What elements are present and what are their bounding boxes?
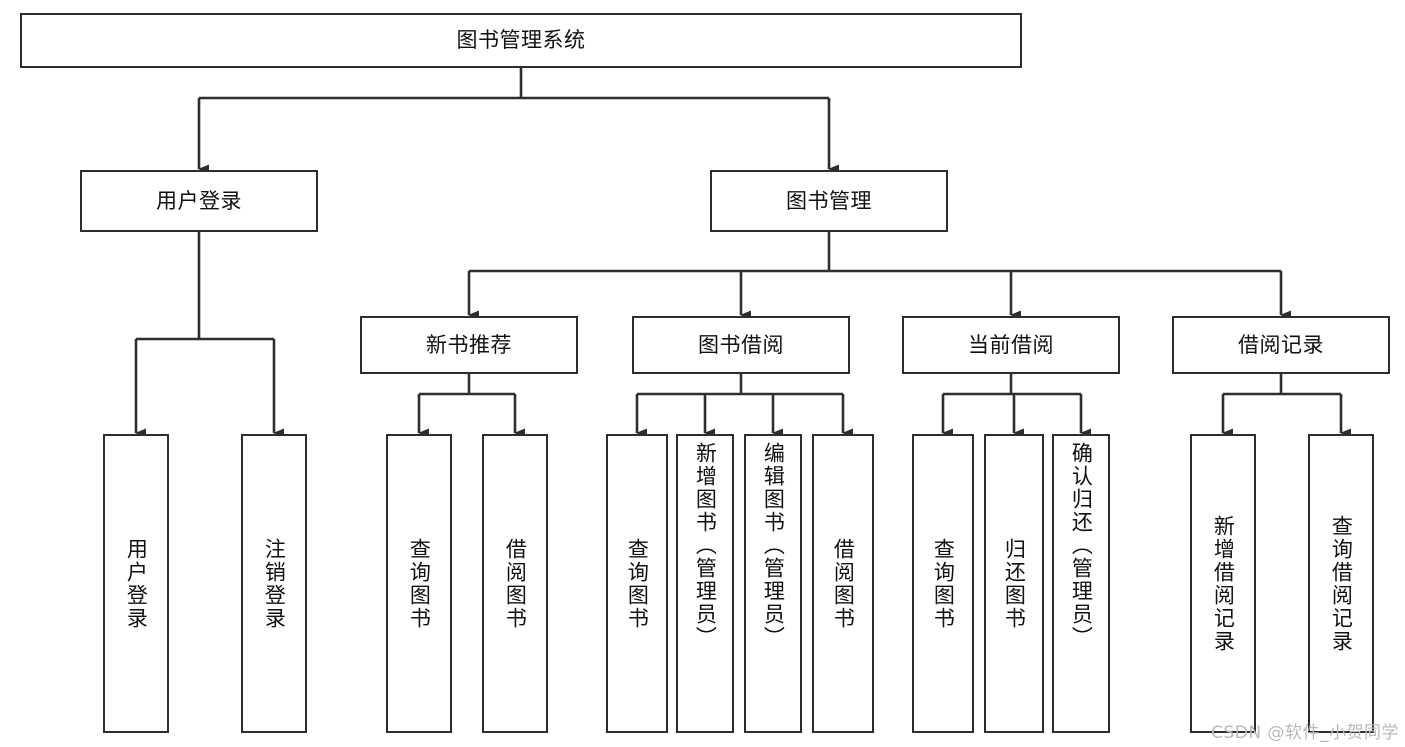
watermark-text: CSDN @软件_小贺同学	[1211, 723, 1399, 743]
node-label: 图书借阅	[698, 332, 784, 357]
node-label: 编辑图书（管理员）	[761, 442, 786, 649]
node-leaf-query-book-1[interactable]: 查询图书	[386, 434, 452, 733]
node-leaf-query-book-2[interactable]: 查询图书	[606, 434, 668, 733]
node-label: 查询图书	[931, 537, 956, 630]
node-leaf-borrow-book-2[interactable]: 借阅图书	[812, 434, 874, 733]
node-leaf-return-book[interactable]: 归还图书	[984, 434, 1044, 733]
node-book-management[interactable]: 图书管理	[710, 170, 948, 232]
node-label: 新增借阅记录	[1211, 514, 1236, 653]
node-book-borrow[interactable]: 图书借阅	[632, 316, 850, 374]
node-leaf-user-login[interactable]: 用户登录	[103, 434, 169, 733]
node-leaf-query-book-3[interactable]: 查询图书	[912, 434, 974, 733]
node-label: 用户登录	[156, 188, 242, 213]
node-leaf-edit-book[interactable]: 编辑图书（管理员）	[744, 434, 802, 733]
node-leaf-logout[interactable]: 注销登录	[241, 434, 307, 733]
node-borrow-record[interactable]: 借阅记录	[1172, 316, 1390, 374]
node-label: 新增图书（管理员）	[693, 442, 718, 649]
node-label: 图书管理	[786, 188, 872, 213]
node-label: 借阅记录	[1238, 332, 1324, 357]
node-label: 新书推荐	[426, 332, 512, 357]
node-label: 借阅图书	[831, 537, 856, 630]
node-current-borrow[interactable]: 当前借阅	[902, 316, 1120, 374]
node-label: 当前借阅	[968, 332, 1054, 357]
node-label: 查询借阅记录	[1329, 514, 1354, 653]
node-leaf-query-record[interactable]: 查询借阅记录	[1308, 434, 1374, 733]
node-label: 查询图书	[407, 537, 432, 630]
node-new-book-recommend[interactable]: 新书推荐	[360, 316, 578, 374]
node-label: 注销登录	[262, 537, 287, 630]
node-leaf-borrow-book-1[interactable]: 借阅图书	[482, 434, 548, 733]
node-label: 归还图书	[1002, 537, 1027, 630]
node-label: 用户登录	[124, 537, 149, 630]
node-root[interactable]: 图书管理系统	[20, 13, 1022, 68]
node-label: 借阅图书	[503, 537, 528, 630]
node-leaf-add-book[interactable]: 新增图书（管理员）	[676, 434, 734, 733]
node-user-login[interactable]: 用户登录	[80, 170, 318, 232]
node-label: 图书管理系统	[456, 28, 586, 53]
node-label: 查询图书	[625, 537, 650, 630]
node-leaf-confirm-return[interactable]: 确认归还（管理员）	[1052, 434, 1110, 733]
node-label: 确认归还（管理员）	[1069, 442, 1094, 649]
node-leaf-add-record[interactable]: 新增借阅记录	[1190, 434, 1256, 733]
